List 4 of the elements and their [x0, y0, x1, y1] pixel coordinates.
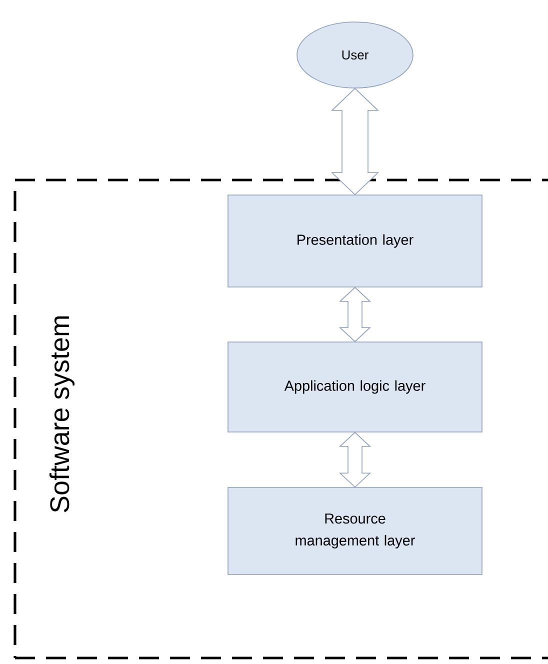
- layer-box: Resource management layer: [228, 487, 482, 575]
- layer-box: Presentation layer: [228, 194, 482, 288]
- ellipse-node: User: [296, 22, 414, 88]
- layer-box: Application logic layer: [228, 342, 482, 432]
